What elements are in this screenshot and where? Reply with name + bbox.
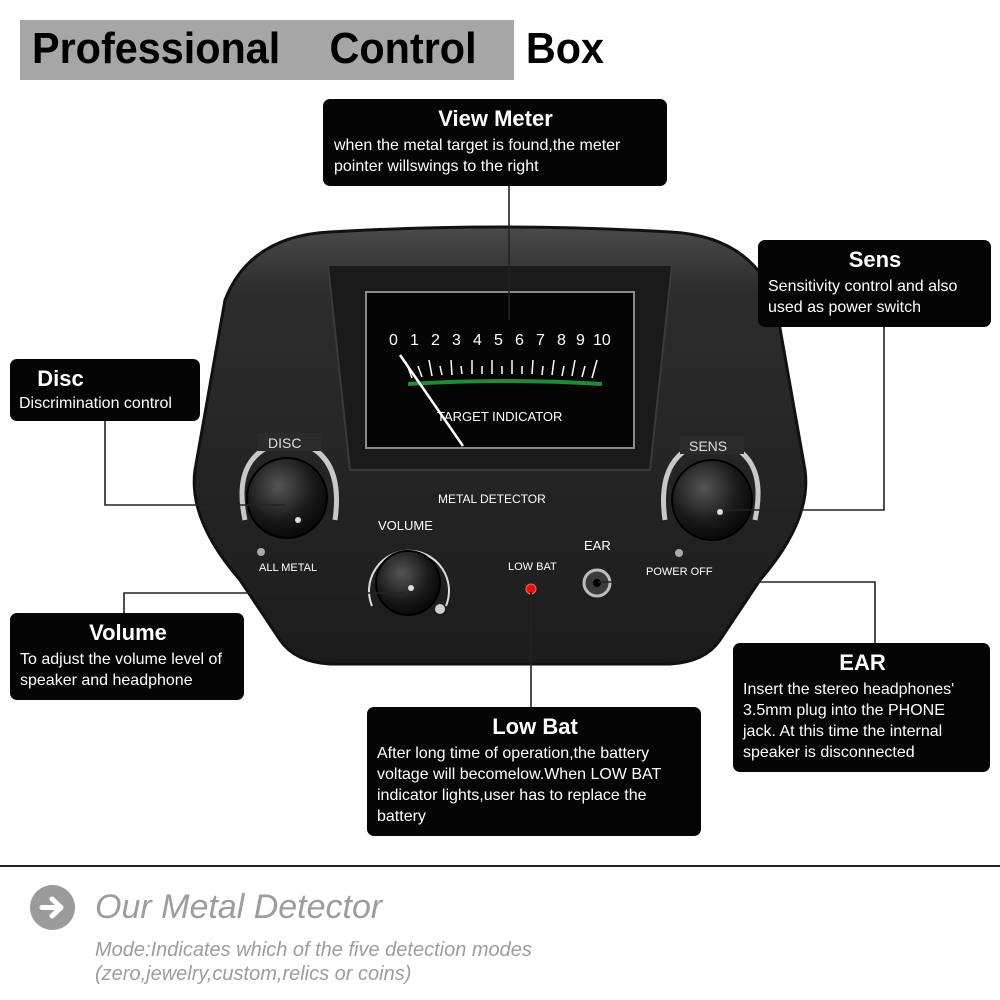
all-metal-label: ALL METAL — [259, 562, 317, 574]
scale-0: 0 — [389, 332, 398, 349]
view-meter-callout: View Meter when the metal target is foun… — [323, 99, 667, 186]
disc-desc: Discrimination control — [19, 395, 172, 412]
meter-scale: 0 1 2 3 4 5 6 7 8 9 10 — [389, 332, 611, 349]
meter-green-arc — [407, 379, 603, 386]
page-title: Professional Control Box — [32, 24, 605, 73]
sens-title: Sens — [848, 247, 902, 272]
section-title: Our Metal Detector — [95, 888, 383, 926]
scale-8: 8 — [557, 332, 566, 349]
scale-9: 9 — [576, 332, 585, 349]
volume-title: Volume — [89, 620, 167, 645]
disc-title: Disc — [37, 366, 84, 391]
volume-desc: To adjust the volume level of speaker an… — [20, 651, 222, 689]
meter-ticks — [405, 359, 598, 379]
connector-lines — [104, 186, 885, 707]
scale-4: 4 — [473, 332, 482, 349]
low-bat-title: Low Bat — [492, 714, 578, 739]
meter-label: TARGET INDICATOR — [437, 409, 562, 424]
sens-label: SENS — [689, 438, 727, 454]
scale-6: 6 — [515, 332, 524, 349]
scale-10: 10 — [593, 332, 611, 349]
sens-callout: Sens Sensitivity control and also used a… — [758, 240, 991, 327]
ear-callout: EAR Insert the stereo headphones' 3.5mm … — [733, 643, 990, 772]
ear-desc: Insert the stereo headphones' 3.5mm plug… — [743, 681, 955, 761]
meter-needle — [398, 354, 465, 447]
disc-callout: Disc Discrimination control — [10, 359, 200, 421]
volume-label: VOLUME — [378, 518, 433, 533]
low-bat-label: LOW BAT — [508, 561, 557, 573]
ear-title: EAR — [839, 650, 886, 675]
disc-knob — [246, 457, 328, 539]
scale-7: 7 — [536, 332, 545, 349]
section-divider — [0, 865, 1000, 867]
scale-1: 1 — [410, 332, 419, 349]
volume-callout: Volume To adjust the volume level of spe… — [10, 613, 244, 700]
scale-3: 3 — [452, 332, 461, 349]
view-meter-desc: when the metal target is found,the meter… — [334, 137, 621, 175]
power-off-label: POWER OFF — [646, 566, 713, 578]
panel-label: METAL DETECTOR — [438, 492, 546, 506]
low-bat-desc: After long time of operation,the battery… — [377, 745, 661, 825]
scale-2: 2 — [431, 332, 440, 349]
sens-knob — [671, 459, 753, 541]
view-meter-title: View Meter — [438, 106, 553, 131]
title-bar — [20, 20, 514, 80]
section-desc: Mode:Indicates which of the five detecti… — [95, 939, 532, 985]
ear-label: EAR — [584, 538, 611, 553]
arrow-right-circle-icon — [30, 885, 75, 930]
disc-label: DISC — [268, 435, 301, 451]
scale-5: 5 — [494, 332, 503, 349]
low-bat-callout: Low Bat After long time of operation,the… — [367, 707, 701, 836]
sens-desc: Sensitivity control and also used as pow… — [768, 278, 958, 316]
volume-knob — [375, 550, 441, 616]
